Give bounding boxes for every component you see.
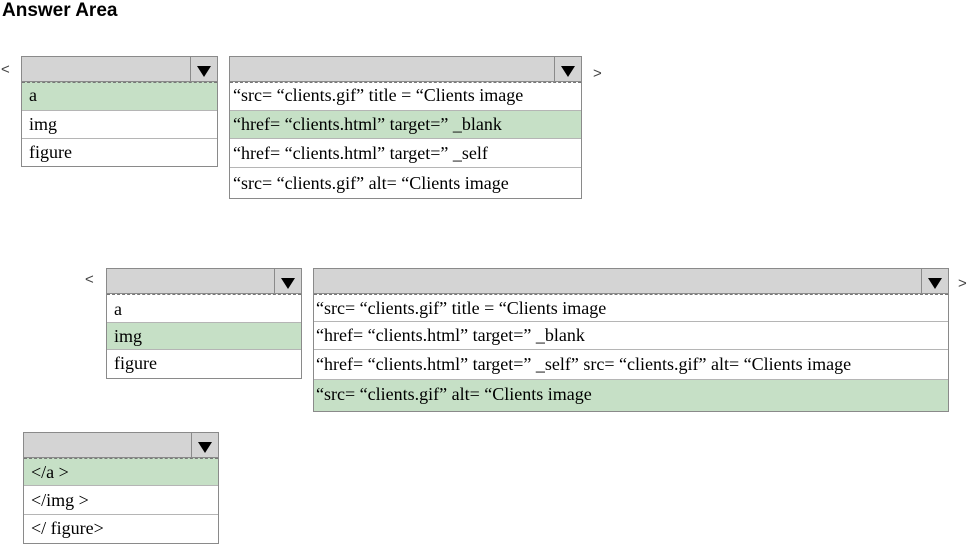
dropdown-option[interactable]: a	[107, 294, 301, 322]
dropdown-header[interactable]	[106, 268, 302, 294]
dropdown-header[interactable]	[313, 268, 949, 294]
dropdown-option[interactable]: a	[22, 82, 217, 110]
dropdown-option-list: </a > </img > </ figure>	[23, 458, 219, 544]
dropdown-option[interactable]: </a >	[24, 458, 218, 485]
closing-tag-dropdown[interactable]: </a > </img > </ figure>	[23, 432, 219, 544]
dropdown-option[interactable]: “href= “clients.html” target=” _blank	[230, 110, 581, 138]
dropdown-option[interactable]: </ figure>	[24, 514, 218, 543]
dropdown-option[interactable]: “href= “clients.html” target=” _self	[230, 138, 581, 167]
dropdown-arrow-icon[interactable]	[921, 269, 948, 293]
dropdown-option-list: a img figure	[21, 82, 218, 167]
dropdown-arrow-icon[interactable]	[554, 57, 581, 81]
dropdown-option[interactable]: “src= “clients.gif” alt= “Clients image	[230, 167, 581, 198]
dropdown-header[interactable]	[229, 56, 582, 82]
dropdown-header[interactable]	[21, 56, 218, 82]
open-bracket: <	[1, 61, 10, 78]
dropdown-option[interactable]: “href= “clients.html” target=” _blank	[314, 321, 948, 349]
dropdown-arrow-icon[interactable]	[274, 269, 301, 293]
dropdown-option-list: “src= “clients.gif” title = “Clients ima…	[229, 82, 582, 199]
close-bracket: >	[958, 275, 967, 292]
open-bracket: <	[85, 271, 94, 288]
dropdown-header[interactable]	[23, 432, 219, 458]
dropdown-option[interactable]: figure	[22, 138, 217, 166]
dropdown-option[interactable]: “src= “clients.gif” title = “Clients ima…	[230, 82, 581, 110]
dropdown-arrow-icon[interactable]	[190, 57, 217, 81]
dropdown-option[interactable]: img	[22, 110, 217, 138]
element-dropdown-2[interactable]: a img figure	[106, 268, 302, 379]
dropdown-option-list: “src= “clients.gif” title = “Clients ima…	[313, 294, 949, 412]
close-bracket: >	[593, 65, 602, 82]
attribute-dropdown-1[interactable]: “src= “clients.gif” title = “Clients ima…	[229, 56, 582, 199]
answer-area-title: Answer Area	[2, 0, 118, 21]
dropdown-option[interactable]: “src= “clients.gif” title = “Clients ima…	[314, 294, 948, 321]
dropdown-arrow-icon[interactable]	[191, 433, 218, 457]
dropdown-option[interactable]: “src= “clients.gif” alt= “Clients image	[314, 379, 948, 411]
attribute-dropdown-2[interactable]: “src= “clients.gif” title = “Clients ima…	[313, 268, 949, 412]
dropdown-option[interactable]: img	[107, 322, 301, 349]
dropdown-option[interactable]: </img >	[24, 485, 218, 514]
dropdown-option-list: a img figure	[106, 294, 302, 379]
dropdown-option[interactable]: “href= “clients.html” target=” _self” sr…	[314, 349, 948, 379]
dropdown-option[interactable]: figure	[107, 349, 301, 378]
element-dropdown-1[interactable]: a img figure	[21, 56, 218, 167]
